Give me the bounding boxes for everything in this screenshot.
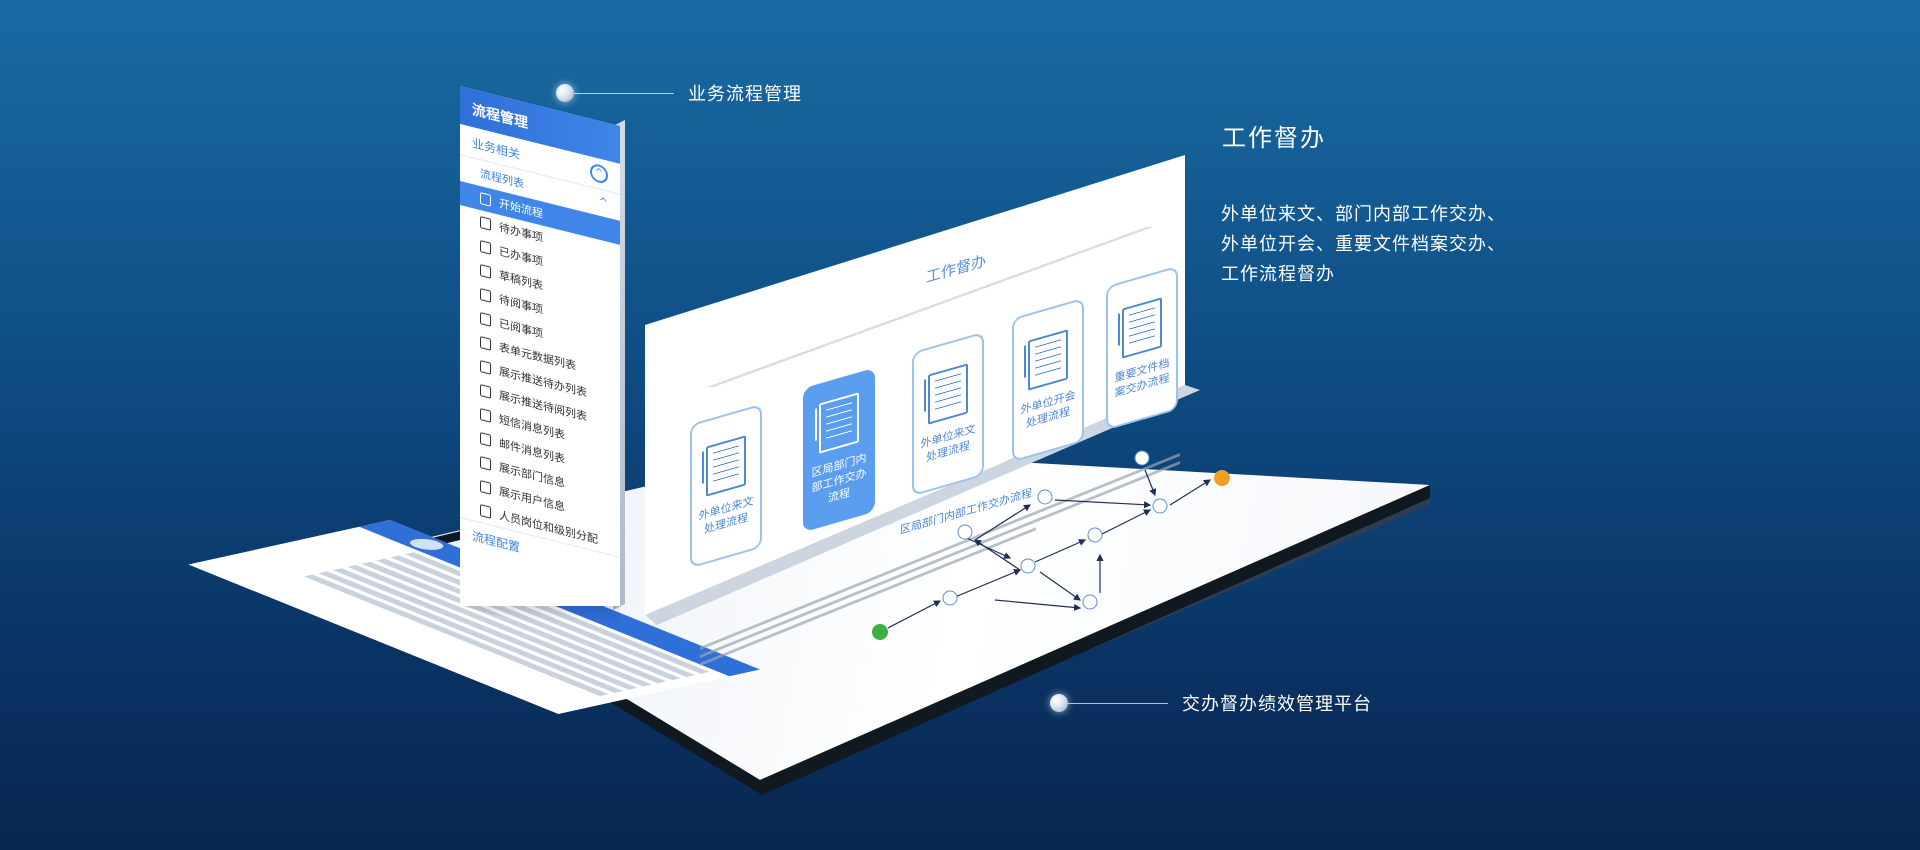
list-icon (480, 383, 491, 399)
callout-dot-icon (1050, 694, 1068, 712)
chevron-up-icon[interactable]: ^ (590, 162, 608, 185)
workflow-card[interactable]: 重要文件档案交办流程 (1106, 265, 1178, 431)
feature-line: 工作流程督办 (1221, 264, 1335, 285)
chevron-up-icon: ^ (598, 194, 608, 210)
card-label: 外单位来文处理流程 (698, 494, 754, 537)
callout-dot-icon (556, 84, 574, 102)
workflow-card[interactable]: 外单位来文处理流程 (690, 403, 762, 569)
callout-bottom: 交办督办绩效管理平台 (1050, 690, 1372, 716)
workflow-card[interactable]: 外单位开会处理流程 (1012, 297, 1084, 463)
list-icon (480, 359, 491, 375)
feature-line: 外单位来文、部门内部工作交办、 (1221, 204, 1506, 225)
callout-leader (1068, 702, 1168, 704)
card-label: 外单位来文处理流程 (920, 422, 976, 465)
list-icon (480, 215, 491, 231)
list-icon (480, 503, 491, 519)
callout-top-label: 业务流程管理 (688, 84, 802, 105)
list-icon (480, 263, 491, 279)
callout-bottom-label: 交办督办绩效管理平台 (1182, 694, 1372, 715)
document-icon (928, 363, 968, 425)
list-icon (480, 335, 491, 351)
list-icon (480, 479, 491, 495)
menu-sub-label: 业务相关 (472, 135, 521, 162)
card-label: 外单位开会处理流程 (1020, 388, 1076, 431)
document-icon (1028, 329, 1068, 391)
feature-line: 外单位开会、重要文件档案交办、 (1221, 234, 1506, 255)
feature-description: 外单位来文、部门内部工作交办、 外单位开会、重要文件档案交办、 工作流程督办 (1221, 200, 1506, 290)
list-icon (480, 407, 491, 423)
card-label: 区局部门内部工作交办流程 (811, 450, 867, 505)
document-icon (1122, 297, 1162, 359)
workflow-card[interactable]: 外单位来文处理流程 (912, 331, 984, 497)
document-icon (706, 435, 746, 497)
list-icon (480, 311, 491, 327)
list-icon (480, 287, 491, 303)
callout-top: 业务流程管理 (556, 80, 802, 106)
list-icon (480, 239, 491, 255)
list-icon (480, 431, 491, 447)
feature-title: 工作督办 (1222, 124, 1326, 152)
document-icon (819, 391, 859, 454)
card-label: 重要文件档案交办流程 (1114, 356, 1170, 400)
workflow-card-active[interactable]: 区局部门内部工作交办流程 (803, 367, 875, 533)
menu-content: 流程管理 业务相关 ^ 流程列表 ^ 开始流程 待办事项 已办事项 草稿列表 待… (460, 86, 620, 587)
callout-leader (574, 92, 674, 94)
list-icon (480, 455, 491, 471)
list-icon (480, 191, 491, 207)
